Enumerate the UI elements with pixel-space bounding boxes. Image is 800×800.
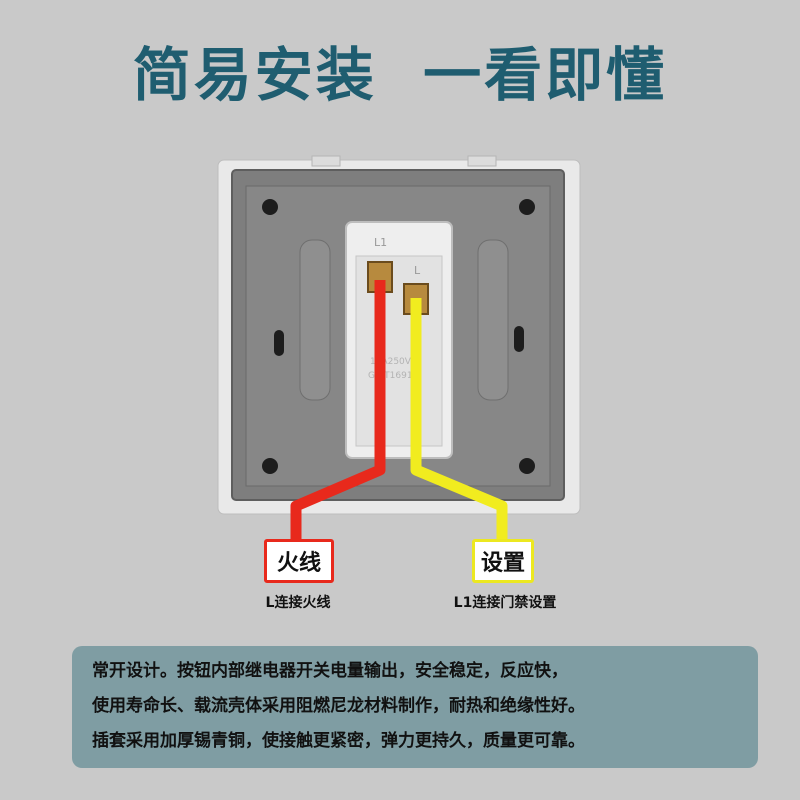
mounting-slot bbox=[514, 326, 524, 352]
screw-hole bbox=[519, 199, 535, 215]
live-wire-tag: 火线 bbox=[264, 539, 334, 583]
frame-tab bbox=[467, 155, 497, 167]
screw-hole bbox=[262, 199, 278, 215]
rating-line-2: GB/T16915 bbox=[368, 371, 418, 381]
headline: 简易安装 一看即懂 bbox=[132, 41, 668, 109]
set-wire-tag: 设置 bbox=[472, 539, 534, 583]
description-panel: 常开设计。按钮内部继电器开关电量输出，安全稳定，反应快， 使用寿命长、载流壳体采… bbox=[72, 646, 758, 768]
terminal-label-left: L1 bbox=[374, 236, 387, 249]
plate-rib bbox=[477, 239, 509, 401]
set-wire bbox=[410, 298, 508, 548]
rating-line-1: 16A250V~ bbox=[370, 357, 419, 367]
screw-hole bbox=[262, 458, 278, 474]
description-line: 使用寿命长、载流壳体采用阻燃尼龙材料制作，耐热和绝缘性好。 bbox=[92, 696, 585, 716]
mounting-slot bbox=[274, 330, 284, 356]
live-caption: L连接火线 bbox=[265, 595, 331, 611]
description-line: 常开设计。按钮内部继电器开关电量输出，安全稳定，反应快， bbox=[92, 661, 568, 681]
live-wire bbox=[290, 280, 386, 548]
description-line: 插套采用加厚锡青铜，使接触更紧密，弹力更持久，质量更可靠。 bbox=[92, 731, 585, 751]
set-caption: L1连接门禁设置 bbox=[453, 595, 557, 611]
frame-tab bbox=[311, 155, 341, 167]
plate-rib bbox=[299, 239, 331, 401]
screw-hole bbox=[519, 458, 535, 474]
terminal-label-right: L bbox=[414, 264, 421, 277]
